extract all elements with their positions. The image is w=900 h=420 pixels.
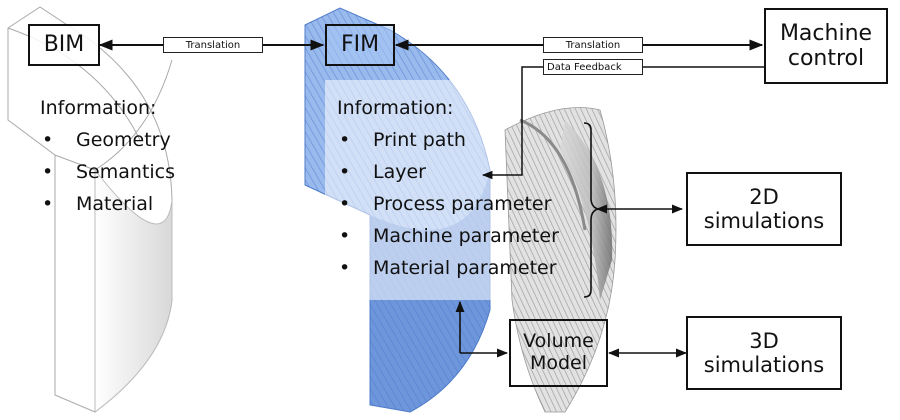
fim-node[interactable]: FIM <box>325 24 395 66</box>
machine-control-node[interactable]: Machine control <box>764 8 888 84</box>
fim-info-item: •Print path <box>337 124 559 156</box>
bim-info-list: •Geometry •Semantics •Material <box>40 124 175 220</box>
fim-information-block: Information: •Print path •Layer •Process… <box>337 92 559 284</box>
fim-info-heading: Information: <box>337 97 454 119</box>
bullet-icon: • <box>42 129 54 151</box>
fim-machine-translation-label: Translation <box>543 37 643 53</box>
bullet-icon: • <box>42 161 54 183</box>
volume-model-label-line2: Model <box>529 352 588 374</box>
bim-info-item: •Material <box>40 188 175 220</box>
sim3d-label-line1: 3D <box>749 328 779 353</box>
sim3d-node[interactable]: 3D simulations <box>686 316 842 390</box>
bullet-icon: • <box>339 225 351 247</box>
bullet-icon: • <box>339 129 351 151</box>
fim-info-list: •Print path •Layer •Process parameter •M… <box>337 124 559 284</box>
sim2d-label-line1: 2D <box>749 184 779 209</box>
fim-label: FIM <box>340 32 380 58</box>
bim-information-block: Information: •Geometry •Semantics •Mater… <box>40 92 175 220</box>
fim-3d-model <box>304 7 555 413</box>
bim-label: BIM <box>43 32 85 58</box>
sim2d-node[interactable]: 2D simulations <box>686 172 842 246</box>
bullet-icon: • <box>339 257 351 279</box>
bim-info-item: •Geometry <box>40 124 175 156</box>
sim2d-label-line2: simulations <box>703 209 825 233</box>
connectors <box>98 39 764 358</box>
bim-info-item: •Semantics <box>40 156 175 188</box>
bullet-icon: • <box>339 161 351 183</box>
fim-info-item: •Machine parameter <box>337 220 559 252</box>
fim-info-item: •Material parameter <box>337 252 559 284</box>
fim-info-item: •Layer <box>337 156 559 188</box>
bim-3d-model <box>7 6 173 413</box>
bim-info-heading: Information: <box>40 97 157 119</box>
bullet-icon: • <box>42 193 54 215</box>
fim-info-item: •Process parameter <box>337 188 559 220</box>
printed-3d-model <box>504 107 617 413</box>
sim3d-label-line2: simulations <box>703 353 825 377</box>
volume-model-node[interactable]: Volume Model <box>509 319 608 387</box>
bullet-icon: • <box>339 193 351 215</box>
bim-fim-translation-label: Translation <box>163 37 263 53</box>
volume-model-label-line1: Volume <box>523 330 594 353</box>
data-feedback-label: Data Feedback <box>543 59 643 75</box>
machine-control-label-line2: control <box>787 46 865 71</box>
machine-control-label-line1: Machine <box>779 20 873 46</box>
bim-node[interactable]: BIM <box>28 24 100 66</box>
